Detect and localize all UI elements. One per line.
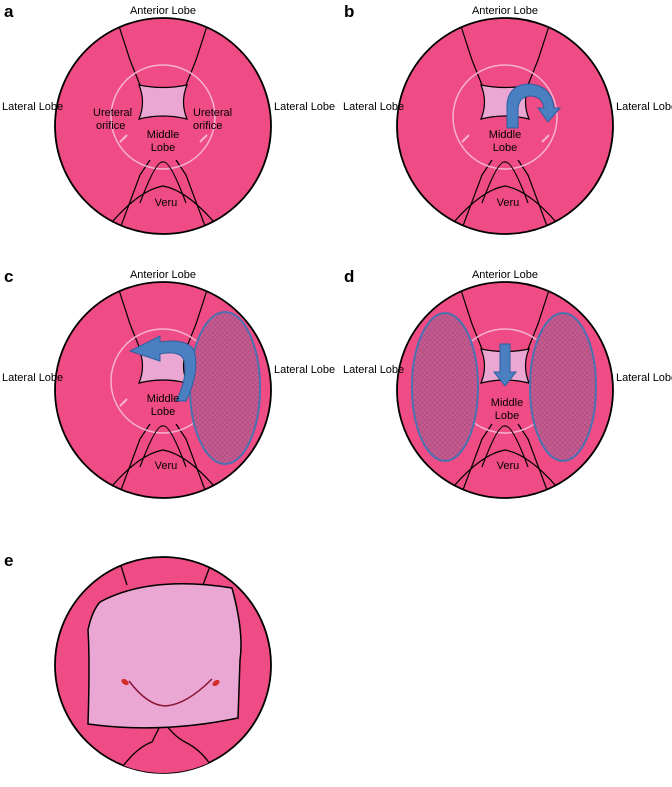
lateral-lobe-right-label: Lateral Lobe: [616, 372, 672, 384]
resected-prostatic-fossa: [87, 583, 242, 729]
lateral-lobe-right-label: Lateral Lobe: [274, 364, 335, 376]
lateral-lobe-left-label: Lateral Lobe: [343, 101, 404, 113]
panel-c: c Anterior Lobe Middle Lobe Veru Lateral…: [2, 267, 335, 499]
resected-left-lateral-lobe-area: [411, 312, 479, 462]
prostate-circle: [54, 17, 272, 235]
ureteral-orifice-left-2: orifice: [96, 120, 125, 132]
middle-lobe-label-2: Lobe: [151, 406, 175, 418]
panel-label-c: c: [4, 267, 13, 286]
anterior-lobe-boundary: [458, 19, 552, 86]
resection-arrow: [506, 83, 562, 129]
prostate-circle: [396, 17, 614, 235]
middle-lobe-label-2: Lobe: [151, 142, 175, 154]
panel-label-a: a: [4, 2, 14, 21]
ureteral-orifice-marks: [461, 134, 550, 143]
anterior-lobe-label: Anterior Lobe: [472, 269, 538, 281]
middle-lobe-label-2: Lobe: [493, 142, 517, 154]
bladder-neck-ring: [452, 64, 558, 170]
resection-arrow-down: [492, 343, 518, 387]
panel-label-d: d: [344, 267, 354, 286]
lateral-lobe-boundary: [459, 159, 551, 234]
anterior-lobe-boundary: [120, 565, 211, 586]
veru-label: Veru: [497, 197, 520, 209]
veru-outline: [111, 161, 215, 223]
panel-b: b Anterior Lobe Middle Lobe Veru Lateral…: [343, 2, 672, 235]
panel-d: d Anterior Lobe Middle Lobe Veru Lateral…: [343, 267, 672, 499]
ureteral-orifice-left: [121, 678, 129, 686]
middle-lobe-label-1: Middle: [147, 129, 179, 141]
ureteral-orifice-right-1: Ureteral: [193, 107, 232, 119]
ureteral-orifice-marks: [119, 134, 208, 143]
middle-lobe-label-2: Lobe: [495, 410, 519, 422]
anterior-lobe-boundary: [458, 283, 552, 350]
panel-e: e: [4, 551, 272, 774]
veru-outline: [453, 161, 557, 223]
bladder-neck-ring: [110, 64, 216, 170]
veru-label: Veru: [155, 197, 178, 209]
anterior-lobe-boundary: [116, 283, 210, 350]
veru-label: Veru: [497, 460, 520, 472]
lateral-lobe-left-label: Lateral Lobe: [343, 364, 404, 376]
veru-outline: [453, 425, 557, 487]
resected-lateral-lobe-area: [189, 311, 261, 465]
anterior-lobe-boundary: [116, 19, 210, 86]
middle-lobe-label-1: Middle: [489, 129, 521, 141]
interureteric-ridge: [128, 678, 213, 707]
panel-label-e: e: [4, 551, 13, 570]
lateral-lobe-left-label: Lateral Lobe: [2, 372, 63, 384]
middle-lobe-label-1: Middle: [491, 397, 523, 409]
veru-label: Veru: [155, 460, 178, 472]
anterior-lobe-label: Anterior Lobe: [472, 5, 538, 17]
resection-arrow: [128, 335, 197, 402]
lateral-lobe-boundary: [117, 423, 209, 498]
veru-outline: [117, 718, 216, 773]
lateral-lobe-right-label: Lateral Lobe: [274, 101, 335, 113]
lateral-lobe-left-label: Lateral Lobe: [2, 101, 63, 113]
lateral-lobe-boundary: [117, 159, 209, 234]
middle-lobe-label-1: Middle: [147, 393, 179, 405]
bladder-neck-opening: [137, 84, 189, 120]
ureteral-orifice-right: [212, 679, 220, 687]
panel-a: a Anterior Lobe Ureteral orifice Uretera…: [2, 2, 335, 235]
ureteral-orifice-right-2: orifice: [193, 120, 222, 132]
ureteral-orifice-left-1: Ureteral: [93, 107, 132, 119]
anterior-lobe-label: Anterior Lobe: [130, 5, 196, 17]
resected-right-lateral-lobe-area: [529, 312, 597, 462]
veru-outline: [111, 425, 215, 487]
lateral-lobe-boundary: [459, 423, 551, 498]
anterior-lobe-label: Anterior Lobe: [130, 269, 196, 281]
panel-label-b: b: [344, 2, 354, 21]
lateral-lobe-right-label: Lateral Lobe: [616, 101, 672, 113]
